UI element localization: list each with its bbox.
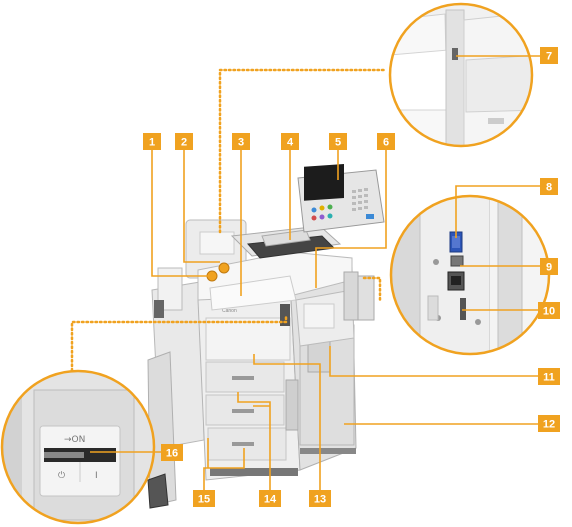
svg-text:10: 10 [543, 306, 555, 318]
callout-badge-3: 3 [232, 133, 250, 150]
svg-text:2: 2 [181, 137, 187, 149]
power-switch-on-label: →ON [64, 435, 85, 445]
callout-badge-12: 12 [538, 415, 560, 432]
callout-leaders [90, 55, 548, 490]
callout-badge-6: 6 [377, 133, 395, 150]
callout-badge-4: 4 [281, 133, 299, 150]
callout-badge-13: 13 [309, 490, 331, 507]
callout-badge-14: 14 [259, 490, 281, 507]
callout-badge-10: 10 [538, 302, 560, 319]
svg-text:4: 4 [287, 137, 294, 149]
svg-text:8: 8 [546, 182, 552, 194]
zoom-detail-top [388, 2, 534, 148]
svg-text:5: 5 [335, 137, 341, 149]
callout-badge-2: 2 [175, 133, 193, 150]
zoom-detail-power-switch: →ON ⏻ I [0, 369, 156, 525]
svg-text:3: 3 [238, 137, 244, 149]
callout-badge-8: 8 [540, 178, 558, 195]
printer-illustration: Canon [147, 163, 385, 509]
svg-text:16: 16 [166, 448, 178, 460]
svg-text:13: 13 [314, 494, 326, 506]
svg-text:1: 1 [149, 137, 155, 149]
callout-badge-5: 5 [329, 133, 347, 150]
svg-text:15: 15 [198, 494, 210, 506]
callout-badge-1: 1 [143, 133, 161, 150]
control-panel [297, 163, 385, 233]
svg-text:14: 14 [264, 494, 277, 506]
svg-text:6: 6 [383, 137, 389, 149]
power-off-symbol: ⏻ [58, 470, 65, 481]
callout-badges: 1 2 3 4 5 6 7 8 [143, 47, 560, 507]
callout-badge-16: 16 [161, 444, 183, 461]
power-on-symbol: I [95, 471, 98, 481]
svg-text:7: 7 [546, 51, 552, 63]
dotted-leaders [70, 68, 388, 377]
svg-text:11: 11 [543, 372, 555, 384]
zoom-detail-ports [389, 194, 551, 356]
callout-badge-11: 11 [538, 368, 560, 385]
svg-text:9: 9 [546, 262, 552, 274]
callout-badge-9: 9 [540, 258, 558, 275]
callout-badge-7: 7 [540, 47, 558, 64]
svg-text:12: 12 [543, 419, 555, 431]
side-box [280, 271, 375, 326]
callout-badge-15: 15 [193, 490, 215, 507]
brand-label: Canon [222, 308, 237, 314]
